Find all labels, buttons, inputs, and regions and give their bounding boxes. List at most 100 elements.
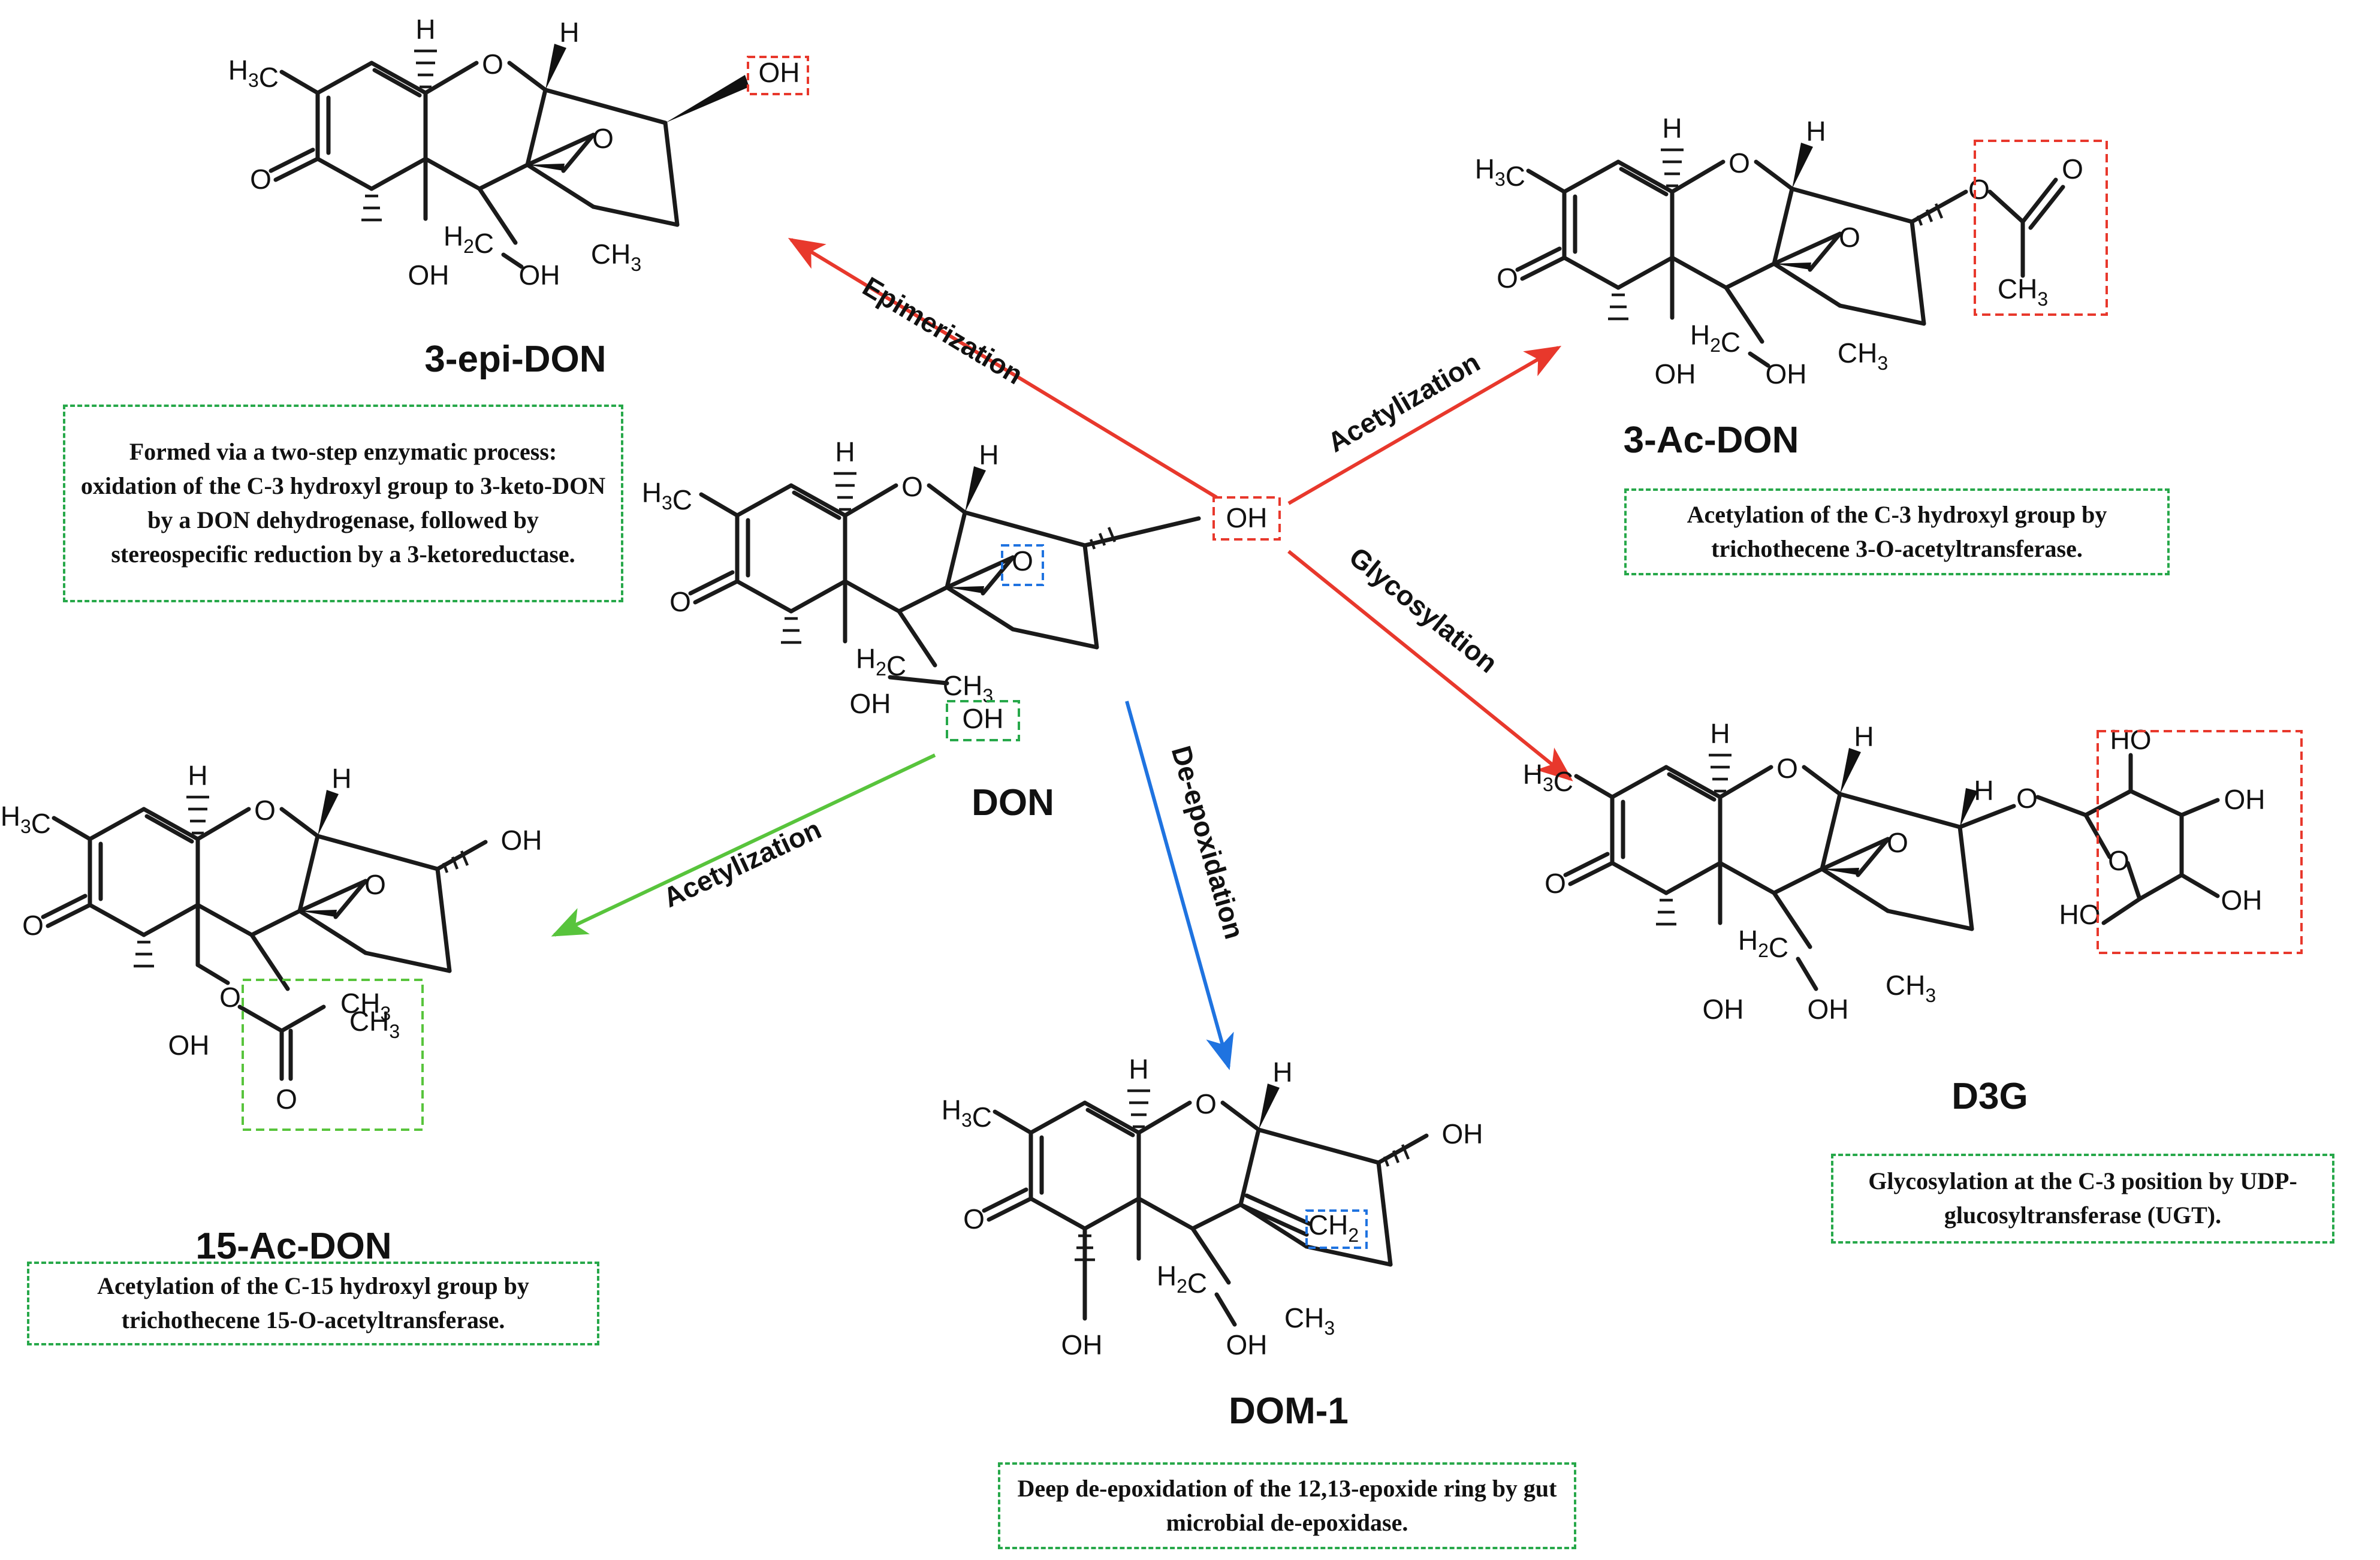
ac3-don-carbonyl-o: O xyxy=(2062,153,2083,185)
dom1-oh-bottom: OH xyxy=(1061,1329,1103,1360)
epi-don-highlight xyxy=(747,56,809,95)
glycosylation-arrow xyxy=(1287,550,1573,781)
dom1-ring-o: O xyxy=(1195,1088,1217,1120)
don-h1: H xyxy=(835,436,855,467)
d3g-methyl: H3C xyxy=(1523,759,1573,797)
don-oh-bottom: OH xyxy=(850,688,891,719)
dom1-name: DOM-1 xyxy=(1229,1390,1349,1432)
ac3-don-h2: H xyxy=(1806,116,1826,147)
ac15-don-oh-top: OH xyxy=(501,825,542,856)
d3g-structure: H3C O O H H H O O O HO OH OH HO OH H2C O… xyxy=(1523,718,2303,1025)
ac3-don-epoxide-o: O xyxy=(1839,222,1860,253)
dom1-h1: H xyxy=(1129,1054,1148,1085)
ac15-don-name: 15-Ac-DON xyxy=(195,1226,391,1267)
ac15-don-ester-o: O xyxy=(219,982,241,1013)
d3g-sugar-ho-top: HO xyxy=(2110,724,2152,755)
dom1-ch3: CH3 xyxy=(1284,1302,1335,1339)
ac3-don-note: Acetylation of the C-3 hydroxyl group by… xyxy=(1624,488,2170,575)
d3g-pyranose-o: O xyxy=(2108,845,2129,876)
don-ring-o: O xyxy=(901,471,923,502)
d3g-glycosidic-o: O xyxy=(2016,783,2038,814)
dom1-structure: H3C O O H H CH2 OH OH H2C OH CH3 xyxy=(942,1054,1483,1360)
don-oh-15: OH xyxy=(963,703,1004,734)
ac15-don-ketone-o: O xyxy=(22,910,44,941)
deepoxidation-label: De-epoxidation xyxy=(1166,743,1251,943)
ac15-don-carbonyl-o: O xyxy=(276,1084,297,1115)
ac3-don-ch3: CH3 xyxy=(1838,337,1888,374)
d3g-oh-15: OH xyxy=(1808,994,1849,1025)
ac3-don-h2c: H2C xyxy=(1690,319,1740,358)
dom1-exo-ch2: CH2 xyxy=(1308,1209,1359,1246)
ac3-don-acetyl-ch3: CH3 xyxy=(1998,273,2048,310)
d3g-h3: H xyxy=(1974,775,1993,806)
ac15-don-h1: H xyxy=(188,760,207,791)
epi-don-ch3: CH3 xyxy=(591,239,641,275)
d3g-note: Glycosylation at the C-3 position by UDP… xyxy=(1831,1154,2334,1244)
d3g-name: D3G xyxy=(1951,1076,2028,1117)
d3g-highlight xyxy=(2097,730,2303,954)
ac15-don-ring-o: O xyxy=(254,795,276,826)
acetylization-3-arrow xyxy=(1287,345,1562,505)
d3g-h2: H xyxy=(1854,721,1874,752)
d3g-ch3: CH3 xyxy=(1886,970,1936,1006)
ac3-don-oh-15: OH xyxy=(1766,358,1807,390)
ac15-don-epoxide-o: O xyxy=(364,869,386,900)
don-methyl: H3C xyxy=(642,477,692,515)
d3g-sugar-oh-right: OH xyxy=(2224,784,2266,815)
don-h2c: H2C xyxy=(856,643,906,681)
ac3-don-ring-o: O xyxy=(1729,147,1750,179)
ac15-don-highlight xyxy=(242,979,424,1131)
ac3-don-oh-bottom: OH xyxy=(1655,358,1696,390)
epi-don-name: 3-epi-DON xyxy=(424,339,606,380)
epi-don-note: Formed via a two-step enzymatic process:… xyxy=(63,405,623,602)
dom1-h2c: H2C xyxy=(1157,1260,1207,1299)
d3g-oh-bottom: OH xyxy=(1703,994,1744,1025)
ac3-don-structure: H3C O O H H O O O CH3 OH H2C OH CH3 xyxy=(1475,113,2108,390)
d3g-sugar-oh-bottom: OH xyxy=(2221,885,2263,916)
d3g-epoxide-o: O xyxy=(1887,827,1908,858)
ac15-don-h2: H xyxy=(331,763,351,794)
ac3-don-name: 3-Ac-DON xyxy=(1624,420,1799,461)
ac3-don-highlight xyxy=(1974,140,2108,316)
epi-don-oh-top: OH xyxy=(759,57,800,88)
ac3-don-h1: H xyxy=(1662,113,1682,144)
deepoxidation-arrow xyxy=(1125,701,1234,1070)
epi-don-h1: H xyxy=(415,14,435,45)
don-name: DON xyxy=(972,782,1054,823)
epi-don-oh-15: OH xyxy=(519,260,560,291)
acetylization-15-label: Acetylization xyxy=(659,813,826,913)
don-h2: H xyxy=(979,439,999,470)
d3g-sugar-ho-left: HO xyxy=(2059,899,2101,930)
don-structure: H3C O O H H O OH OH H2C OH CH3 xyxy=(642,436,1281,741)
d3g-ketone-o: O xyxy=(1545,868,1566,899)
ac15-don-methyl: H3C xyxy=(1,801,51,839)
d3g-h2c: H2C xyxy=(1738,925,1788,963)
don-c3-highlight xyxy=(1212,496,1281,541)
dom1-methyl: H3C xyxy=(942,1094,992,1133)
d3g-h1: H xyxy=(1710,718,1730,749)
don-ketone-o: O xyxy=(669,586,691,617)
epimerization-label: Epimerization xyxy=(858,270,1028,390)
dom1-highlight xyxy=(1305,1209,1368,1249)
dom1-note: Deep de-epoxidation of the 12,13-epoxide… xyxy=(998,1462,1576,1549)
don-ch3: CH3 xyxy=(943,670,993,707)
don-epoxide-o: O xyxy=(1012,545,1033,577)
dom1-h2: H xyxy=(1272,1057,1292,1088)
epi-don-oh-bottom: OH xyxy=(408,260,450,291)
ac15-don-oh-bottom: OH xyxy=(168,1030,210,1061)
epi-don-ring-o: O xyxy=(482,49,503,80)
epi-don-h2: H xyxy=(559,17,579,48)
ac3-don-ester-o: O xyxy=(1968,174,1990,205)
don-oh-top: OH xyxy=(1226,502,1268,533)
epi-don-methyl: H3C xyxy=(228,55,279,93)
ac15-don-acetyl-ch3: CH3 xyxy=(340,988,391,1024)
epi-don-h2c: H2C xyxy=(444,221,494,259)
don-c15-highlight xyxy=(946,700,1020,741)
ac15-don-ch3: CH3 xyxy=(349,1006,400,1042)
epimerization-arrow xyxy=(788,237,1218,499)
ac15-don-structure: H3C O O H H O OH OH O O CH3 CH3 xyxy=(1,760,542,1131)
don-epoxide-highlight xyxy=(1001,544,1044,586)
ac3-don-ketone-o: O xyxy=(1497,262,1518,294)
